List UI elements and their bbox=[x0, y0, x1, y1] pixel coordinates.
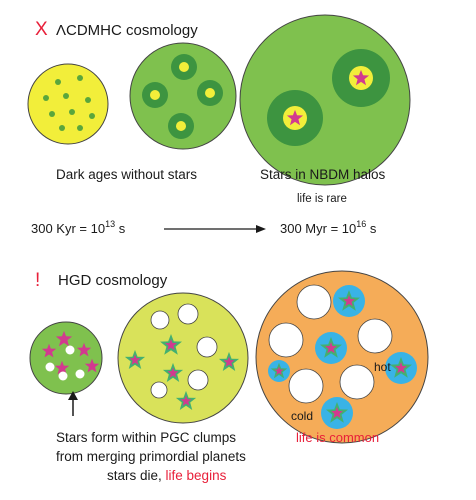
hgd-marker: ! bbox=[35, 270, 40, 291]
time-start-label: 300 Kyr = 1013 s bbox=[31, 219, 126, 236]
dark-ages-circle bbox=[27, 63, 109, 145]
halo-circle bbox=[129, 42, 237, 150]
planet-merge-circle bbox=[117, 292, 249, 424]
pgc-arrow bbox=[68, 391, 78, 416]
hgd-caption-line2: from merging primordial planets bbox=[56, 449, 246, 464]
cold-label: cold bbox=[291, 409, 313, 423]
hgd-title: HGD cosmology bbox=[58, 272, 168, 289]
dark-ages-label: Dark ages without stars bbox=[56, 167, 197, 182]
nbdm-halo-circle bbox=[239, 14, 411, 186]
lcdm-marker: X bbox=[35, 19, 48, 40]
stars-halos-label: Stars in NBDM halos bbox=[260, 167, 386, 182]
lcdm-title: ΛCDMHC cosmology bbox=[56, 22, 198, 39]
life-rare-label: life is rare bbox=[297, 193, 347, 205]
time-end-label: 300 Myr = 1016 s bbox=[280, 219, 377, 236]
hgd-star-field-circle bbox=[255, 270, 429, 444]
hgd-caption-line3: stars die, life begins bbox=[107, 468, 227, 483]
life-common-label: life is common bbox=[296, 430, 379, 445]
hot-label: hot bbox=[374, 360, 391, 374]
hgd-caption-line1: Stars form within PGC clumps bbox=[56, 430, 236, 445]
pgc-clump-circle bbox=[29, 321, 103, 395]
time-arrow bbox=[164, 225, 266, 233]
